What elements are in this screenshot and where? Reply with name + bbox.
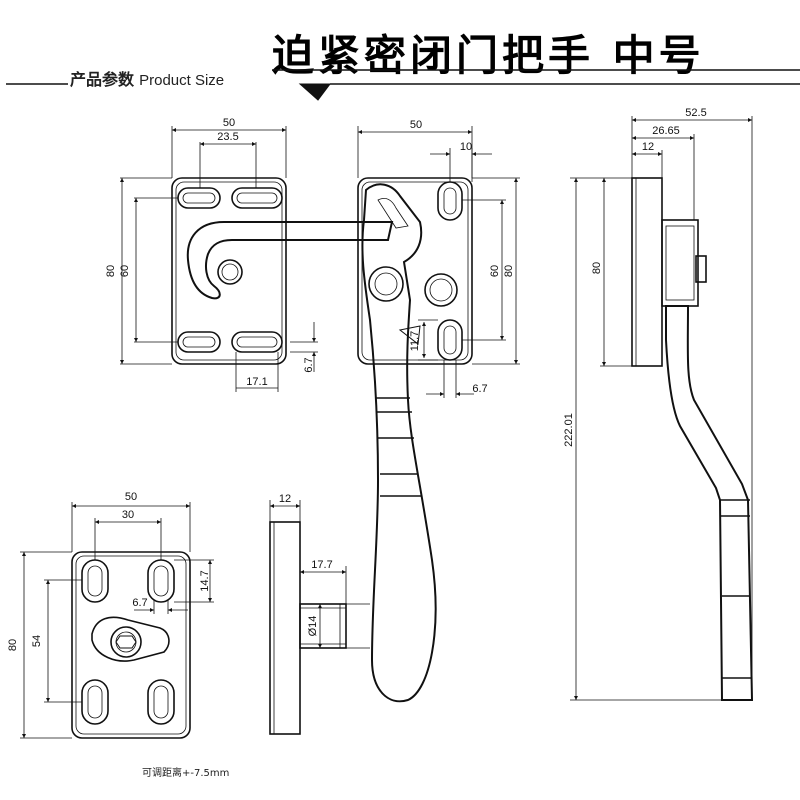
dim-keeper-hole-spacing: 23.5 xyxy=(217,131,238,143)
dim-handle-slot-width: 6.7 xyxy=(472,383,487,395)
handle-front-dimension-labels: 50 10 80 60 11.7 6.7 xyxy=(409,119,515,395)
dim-rear-plate-height: 80 xyxy=(7,639,19,651)
dim-keeper-height: 80 xyxy=(105,265,117,277)
page-title: 迫紧密闭门把手 中号 xyxy=(272,31,705,80)
handle-front-dimension-lines xyxy=(357,126,520,398)
dim-handle-hole-offset: 10 xyxy=(460,141,472,153)
section-heading-cn: 产品参数 xyxy=(70,70,135,89)
dim-side-mid-depth: 26.65 xyxy=(652,125,680,137)
dim-rear-plate-width: 50 xyxy=(125,491,137,503)
stem-side-view xyxy=(269,521,347,735)
dim-keeper-width: 50 xyxy=(223,117,235,129)
dim-rear-hole-pitch: 54 xyxy=(31,635,43,647)
dim-keeper-slot-length: 17.1 xyxy=(246,376,267,388)
dim-handle-slot-length: 11.7 xyxy=(409,331,421,352)
dim-handle-base-height: 80 xyxy=(503,265,515,277)
keeper-dimension-lines xyxy=(120,126,318,392)
rear-plate-view xyxy=(71,551,191,739)
dim-rear-hole-spacing: 30 xyxy=(122,509,134,521)
dim-stem-plate-thickness: 12 xyxy=(279,493,291,505)
dim-side-total-depth: 52.5 xyxy=(685,107,706,119)
header-rules xyxy=(6,69,800,101)
adjustable-range-note: 可调距离+-7.5mm xyxy=(142,768,230,779)
side-dimension-labels: 52.5 26.65 12 80 222.01 xyxy=(563,107,707,447)
dim-handle-base-width: 50 xyxy=(410,119,422,131)
stem-dimension-lines xyxy=(269,500,370,649)
dim-stem-diameter: Ø14 xyxy=(307,616,319,637)
dim-rear-slot-length: 14.7 xyxy=(199,570,211,591)
dim-side-plate-thickness: 12 xyxy=(642,141,654,153)
section-heading-en: Product Size xyxy=(139,72,225,89)
rear-dimension-labels: 50 30 80 54 14.7 6.7 xyxy=(7,491,211,651)
dim-side-total-length: 222.01 xyxy=(563,413,575,447)
dim-side-plate-height: 80 xyxy=(591,262,603,274)
section-heading: 产品参数 Product Size xyxy=(70,66,224,90)
handle-front-view xyxy=(357,177,473,703)
rear-dimension-lines xyxy=(20,502,214,739)
dim-handle-hole-pitch: 60 xyxy=(489,265,501,277)
keeper-dimension-labels: 50 23.5 80 60 17.1 6.7 xyxy=(105,117,315,388)
dim-keeper-slot-width: 6.7 xyxy=(303,357,315,372)
side-dimension-lines xyxy=(570,116,753,701)
dim-rear-slot-width: 6.7 xyxy=(132,597,147,609)
dim-stem-length: 17.7 xyxy=(311,559,332,571)
dim-keeper-hole-pitch: 60 xyxy=(119,265,131,277)
handle-side-view xyxy=(631,177,754,701)
keeper-plate-view xyxy=(171,177,394,365)
stem-dimension-labels: 12 17.7 Ø14 xyxy=(279,493,333,636)
